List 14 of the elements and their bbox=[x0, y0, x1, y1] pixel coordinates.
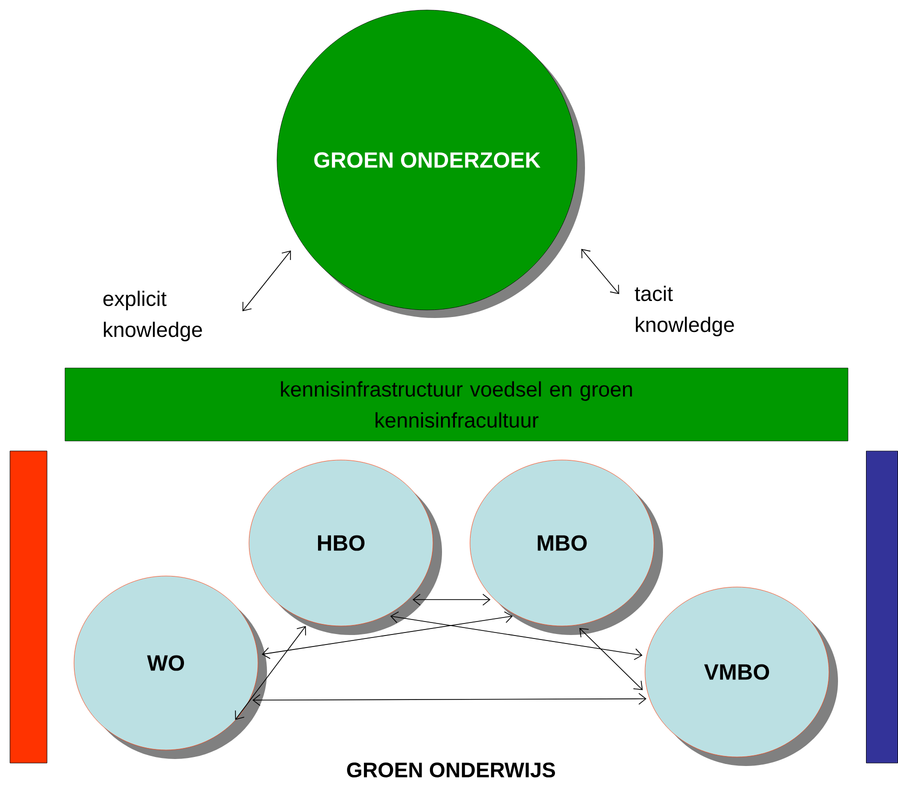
banner-box: kennisinfrastructuur voedsel en groen kennisinfracultuur bbox=[64, 368, 848, 442]
side-bar bbox=[10, 450, 48, 764]
arrow bbox=[242, 250, 291, 312]
arrow bbox=[581, 248, 620, 294]
side-bar bbox=[866, 450, 898, 764]
arrow bbox=[579, 628, 643, 690]
arrow bbox=[412, 594, 490, 606]
text-label: explicit knowledge bbox=[103, 290, 202, 342]
arrow bbox=[234, 626, 306, 720]
arrow bbox=[390, 611, 642, 660]
arrow bbox=[262, 611, 513, 660]
caption: GROEN ONDERWIJS bbox=[347, 762, 555, 778]
arrow bbox=[252, 692, 646, 706]
text-label: tacit knowledge bbox=[634, 286, 734, 336]
